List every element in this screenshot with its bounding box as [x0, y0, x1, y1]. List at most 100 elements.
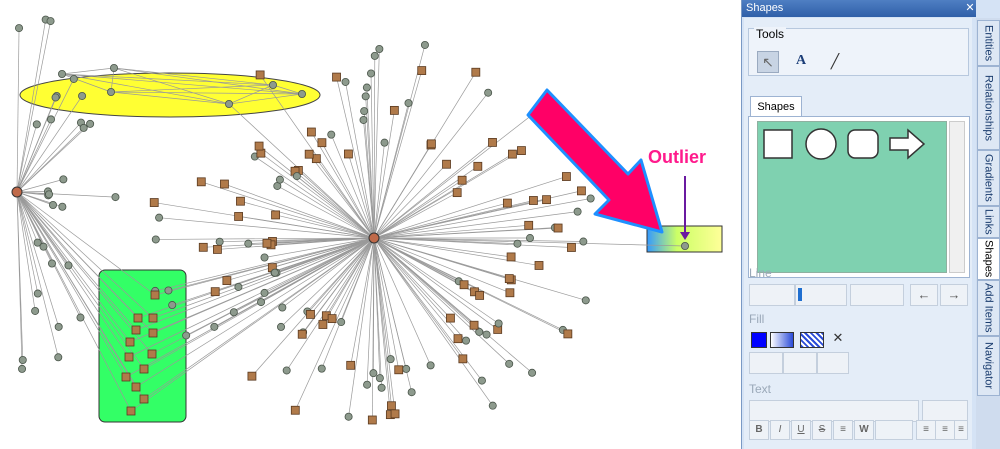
building-entity-icon[interactable] — [417, 66, 427, 75]
building-entity-icon[interactable] — [517, 146, 526, 155]
fill-pattern-button[interactable] — [800, 332, 824, 348]
person-entity-icon[interactable] — [111, 193, 120, 202]
person-entity-icon[interactable] — [292, 172, 301, 181]
tab-shapes[interactable]: Shapes — [750, 96, 802, 117]
person-entity-icon[interactable] — [488, 401, 497, 410]
person-entity-icon[interactable] — [341, 77, 350, 86]
person-entity-icon[interactable] — [359, 115, 368, 124]
person-entity-icon[interactable] — [344, 412, 353, 421]
person-entity-icon[interactable] — [54, 322, 63, 331]
person-entity-icon[interactable] — [244, 239, 253, 248]
person-entity-icon[interactable] — [317, 364, 326, 373]
person-entity-icon[interactable] — [360, 107, 369, 116]
person-entity-icon[interactable] — [270, 268, 279, 277]
building-entity-icon[interactable] — [567, 243, 576, 252]
building-entity-icon[interactable] — [389, 105, 399, 115]
building-entity-icon[interactable] — [124, 352, 134, 362]
person-entity-icon[interactable] — [79, 123, 88, 132]
person-entity-icon[interactable] — [54, 353, 63, 362]
secondary-hub-entity-icon[interactable] — [11, 186, 23, 198]
text-tool-icon[interactable]: A — [795, 53, 807, 68]
person-entity-icon[interactable] — [47, 259, 56, 268]
person-entity-icon[interactable] — [59, 175, 68, 184]
person-entity-icon[interactable] — [257, 298, 266, 307]
building-entity-icon[interactable] — [534, 261, 544, 270]
fill-gradient-button[interactable] — [770, 332, 794, 348]
person-entity-icon[interactable] — [386, 355, 395, 364]
person-entity-icon[interactable] — [168, 301, 177, 310]
person-entity-icon[interactable] — [407, 388, 416, 397]
align-right-button[interactable]: ≡ — [954, 420, 968, 440]
line-width-field[interactable] — [749, 284, 795, 306]
network-graph[interactable] — [0, 0, 741, 449]
person-entity-icon[interactable] — [282, 366, 291, 375]
fill-option-3[interactable] — [817, 352, 849, 374]
building-entity-icon[interactable] — [306, 309, 315, 319]
font-size-select[interactable] — [922, 400, 968, 422]
building-entity-icon[interactable] — [505, 288, 515, 298]
person-entity-icon[interactable] — [367, 69, 376, 78]
building-entity-icon[interactable] — [442, 159, 451, 169]
underline-button[interactable]: U — [791, 420, 811, 440]
building-entity-icon[interactable] — [149, 198, 159, 207]
clear-fill-icon[interactable]: ✕ — [832, 330, 844, 345]
arrow-left-icon[interactable]: ← — [910, 284, 938, 306]
person-entity-icon[interactable] — [110, 64, 119, 73]
person-entity-icon[interactable] — [76, 313, 85, 322]
person-entity-icon[interactable] — [58, 202, 67, 211]
building-entity-icon[interactable] — [367, 415, 377, 425]
building-entity-icon[interactable] — [139, 364, 149, 374]
person-entity-icon[interactable] — [402, 364, 411, 373]
text-color-field[interactable] — [875, 420, 913, 440]
line-dash-select[interactable] — [850, 284, 904, 306]
building-entity-icon[interactable] — [332, 72, 341, 82]
person-entity-icon[interactable] — [278, 303, 287, 312]
strikethrough-button[interactable]: S — [812, 420, 832, 440]
building-entity-icon[interactable] — [452, 188, 462, 198]
person-entity-icon[interactable] — [18, 355, 27, 364]
square-shape-icon[interactable] — [763, 129, 793, 159]
fill-color-button[interactable] — [751, 332, 767, 348]
building-entity-icon[interactable] — [133, 313, 143, 323]
person-entity-icon[interactable] — [78, 91, 87, 100]
person-entity-icon[interactable] — [277, 322, 286, 331]
building-entity-icon[interactable] — [131, 382, 141, 392]
tab-entities[interactable]: Entities — [977, 20, 1000, 66]
person-entity-icon[interactable] — [681, 241, 690, 250]
arrow-right-icon[interactable]: → — [940, 284, 968, 306]
building-entity-icon[interactable] — [210, 287, 220, 297]
person-entity-icon[interactable] — [404, 99, 413, 108]
building-entity-icon[interactable] — [344, 149, 353, 159]
word-wrap-button[interactable]: W — [854, 420, 874, 440]
building-entity-icon[interactable] — [346, 360, 356, 370]
person-entity-icon[interactable] — [375, 44, 384, 53]
person-entity-icon[interactable] — [375, 374, 384, 383]
person-entity-icon[interactable] — [362, 83, 371, 92]
person-entity-icon[interactable] — [426, 361, 435, 370]
building-entity-icon[interactable] — [562, 172, 571, 181]
person-entity-icon[interactable] — [33, 289, 42, 298]
building-entity-icon[interactable] — [390, 409, 400, 419]
rounded-square-shape-icon[interactable] — [847, 129, 879, 159]
building-entity-icon[interactable] — [290, 405, 300, 415]
building-entity-icon[interactable] — [459, 280, 469, 290]
person-entity-icon[interactable] — [39, 242, 48, 251]
person-entity-icon[interactable] — [268, 81, 277, 90]
building-entity-icon[interactable] — [488, 138, 497, 147]
pointer-tool-icon[interactable]: ↖ — [757, 51, 779, 73]
align-center-button[interactable]: ≡ — [935, 420, 955, 440]
person-entity-icon[interactable] — [32, 120, 41, 129]
person-entity-icon[interactable] — [275, 175, 284, 184]
person-entity-icon[interactable] — [370, 51, 379, 60]
person-entity-icon[interactable] — [505, 359, 514, 368]
person-entity-icon[interactable] — [475, 327, 484, 336]
person-entity-icon[interactable] — [573, 207, 582, 216]
wrap-button[interactable]: ≡ — [833, 420, 853, 440]
building-entity-icon[interactable] — [317, 138, 327, 148]
person-entity-icon[interactable] — [58, 70, 67, 79]
building-entity-icon[interactable] — [318, 320, 328, 329]
line-style-select[interactable] — [795, 284, 847, 306]
person-entity-icon[interactable] — [215, 237, 224, 246]
person-entity-icon[interactable] — [513, 239, 522, 248]
person-entity-icon[interactable] — [525, 234, 534, 243]
